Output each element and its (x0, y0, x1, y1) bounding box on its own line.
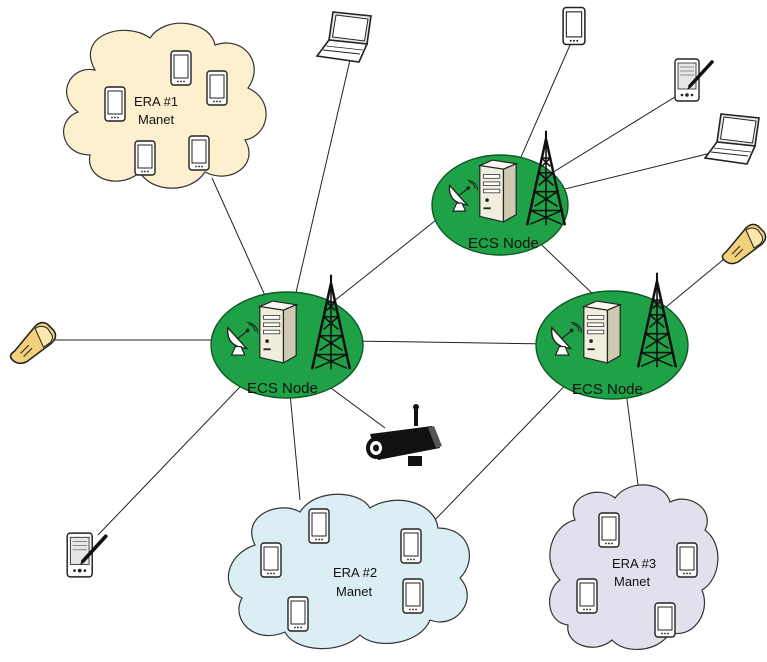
link-ecs-right-era2 (429, 369, 581, 526)
smartphone-icon (206, 70, 228, 106)
ecs-node-left: ECS Node (210, 273, 364, 399)
laptop-icon (316, 11, 372, 63)
smartphone-icon (676, 542, 698, 578)
era1-cloud: ERA #1 Manet (63, 22, 267, 189)
ecs-node-right: ECS Node (535, 271, 689, 400)
era1-cloud-shape (63, 22, 267, 189)
handset-icon (721, 223, 767, 265)
era3-title: ERA #3 (612, 556, 656, 571)
server-icon (259, 300, 297, 364)
smartphone-icon (576, 578, 598, 614)
era2-cloud: ERA #2 Manet (227, 493, 470, 650)
smartphone-icon (287, 596, 309, 632)
ecs-node-top-label: ECS Node (468, 235, 539, 252)
era2-title: ERA #2 (333, 565, 377, 580)
smartphone-icon (188, 135, 210, 171)
smartphone-icon (170, 50, 192, 86)
era3-subtitle: Manet (614, 574, 651, 589)
smartphone-icon (104, 86, 126, 122)
smartphone-icon (260, 542, 282, 578)
smartphone-icon (402, 578, 424, 614)
era3-cloud: ERA #3 Manet (548, 484, 719, 651)
smartphone-icon (308, 508, 330, 544)
server-icon (583, 300, 621, 364)
smartphone-icon (654, 602, 676, 638)
laptop-icon (704, 113, 760, 165)
pda-icon (65, 531, 108, 579)
era2-subtitle: Manet (336, 584, 373, 599)
pda-icon (673, 57, 714, 103)
era1-title: ERA #1 (134, 94, 178, 109)
server-icon (479, 159, 517, 223)
era1-subtitle: Manet (138, 112, 175, 127)
smartphone-icon (562, 6, 586, 46)
ecs-node-top: ECS Node (431, 129, 569, 256)
smartphone-icon (400, 528, 422, 564)
smartphone-icon (598, 512, 620, 548)
ecs-node-left-label: ECS Node (247, 380, 318, 397)
smartphone-icon (134, 140, 156, 176)
handset-icon (9, 321, 57, 365)
ecs-node-right-label: ECS Node (572, 381, 643, 398)
camera-icon (366, 404, 442, 466)
